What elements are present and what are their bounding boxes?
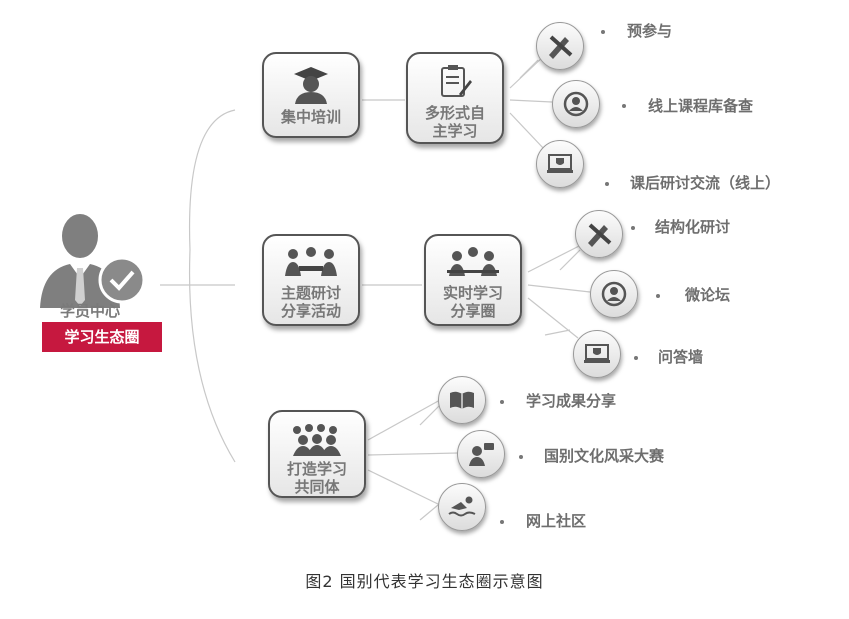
box-label: 打造学习共同体 (286, 460, 347, 496)
circle-culture-contest (457, 430, 505, 478)
circle-micro-forum (590, 270, 638, 318)
item-label: 课后研讨交流（线上） (630, 174, 781, 192)
user-search-icon (563, 91, 589, 117)
pencil-ruler-icon (549, 35, 573, 59)
bullet-dot (631, 226, 635, 230)
item-label: 预参与 (627, 22, 673, 40)
item-label: 问答墙 (658, 348, 704, 366)
user-circle-icon (601, 281, 627, 307)
box-learning-community: 打造学习共同体 (268, 410, 366, 498)
figure-caption: 图2 国别代表学习生态圈示意图 (305, 572, 544, 591)
audience-icon (447, 247, 499, 276)
bullet-dot (634, 356, 638, 360)
box-self-study: 多形式自主学习 (406, 52, 504, 144)
bullet-dot (601, 30, 605, 34)
center-badge: 学习生态圈 (42, 322, 162, 352)
laptop-shield-icon (584, 344, 610, 363)
bullet-dot (519, 455, 523, 459)
bullet-dot (622, 104, 626, 108)
item-label: 微论坛 (685, 286, 731, 304)
box-label: 主题研讨分享活动 (280, 284, 341, 320)
bullet-dot (500, 400, 504, 404)
group-icon (293, 424, 341, 456)
graduate-icon (294, 67, 328, 104)
item-label: 结构化研讨 (655, 218, 731, 236)
circle-achievement-sharing (438, 376, 486, 424)
bullet-dot (500, 520, 504, 524)
bullet-dot (605, 182, 609, 186)
circle-online-community (438, 483, 486, 531)
circle-structured-seminar (575, 210, 623, 258)
item-label: 网上社区 (526, 512, 587, 530)
box-centralized-training: 集中培训 (262, 52, 360, 138)
pencil-ruler-icon (588, 223, 612, 247)
box-label: 实时学习分享圈 (442, 284, 503, 320)
laptop-shield-icon (547, 154, 573, 173)
circle-online-library (552, 80, 600, 128)
person-silhouette-icon (40, 214, 146, 308)
item-label: 国别文化风采大赛 (544, 447, 665, 465)
item-label: 学习成果分享 (526, 392, 617, 410)
center-title: 学员中心 (59, 302, 120, 320)
item-label: 线上课程库备查 (648, 97, 754, 115)
swimmer-icon (448, 496, 476, 517)
meeting-icon (285, 247, 337, 276)
box-live-sharing: 实时学习分享圈 (424, 234, 522, 326)
clipboard-edit-icon (441, 65, 472, 97)
check-icon (98, 256, 146, 304)
box-label: 集中培训 (280, 108, 341, 126)
open-book-icon (450, 391, 474, 409)
circle-preparticipation (536, 22, 584, 70)
student-center-figure (30, 208, 150, 318)
circle-after-class-exchange (536, 140, 584, 188)
bullet-dot (656, 294, 660, 298)
speaker-icon (469, 443, 494, 466)
circle-qa-wall (573, 330, 621, 378)
box-label: 多形式自主学习 (424, 104, 485, 140)
box-seminar-sharing: 主题研讨分享活动 (262, 234, 360, 326)
